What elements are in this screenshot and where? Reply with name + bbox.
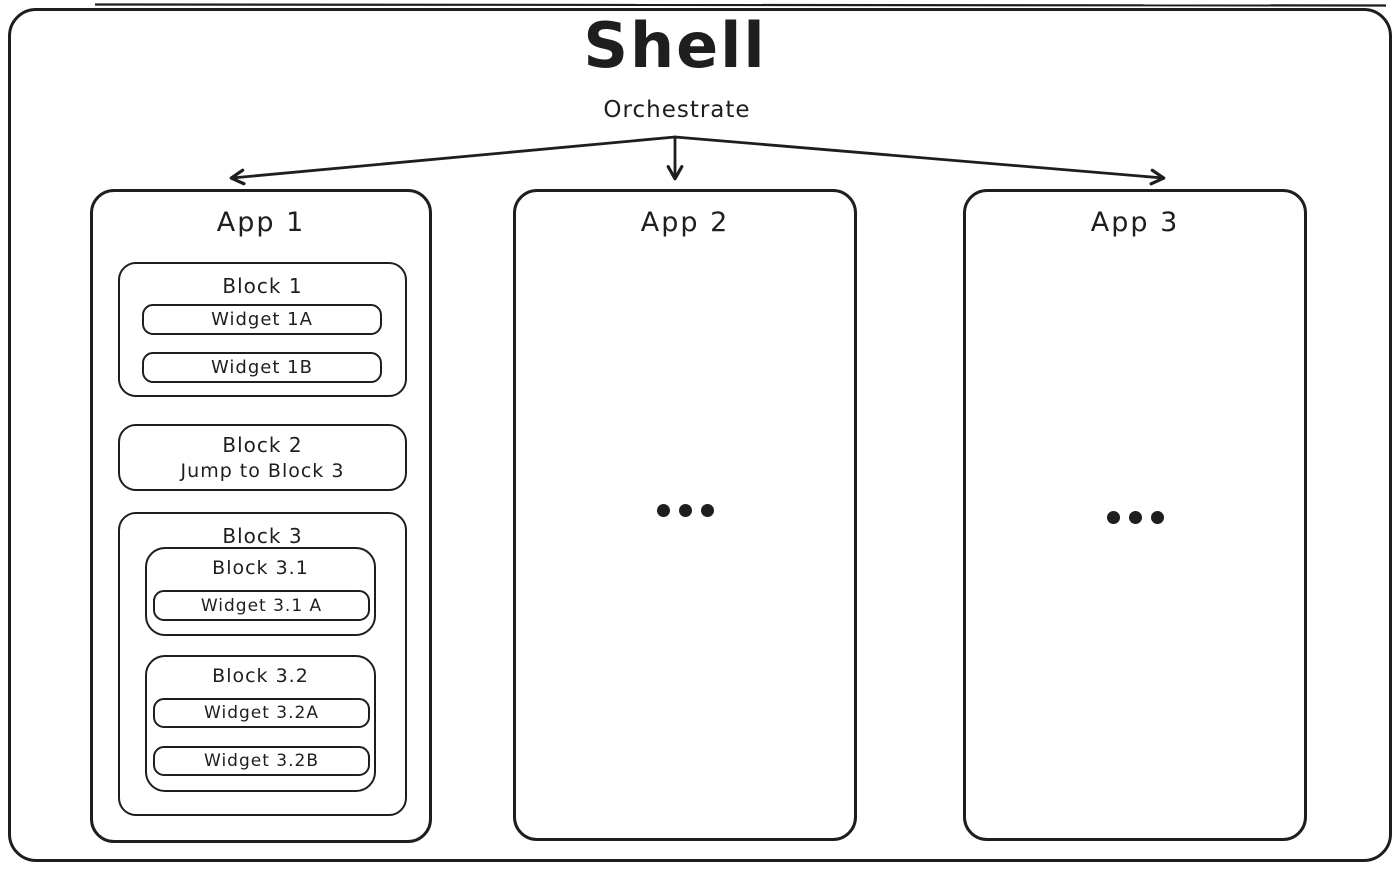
block1-label: Block 1 <box>222 274 303 298</box>
app2-title: App 2 <box>640 207 730 238</box>
shell-title: Shell <box>583 9 767 82</box>
block3-box: Block 3 Block 3.1 Widget 3.1 A Block 3.2… <box>118 512 407 816</box>
widget-32a-box: Widget 3.2A <box>153 698 370 728</box>
app1-box: App 1 Block 1 Widget 1A Widget 1B Block … <box>90 189 432 843</box>
app2-box: App 2 <box>513 189 857 841</box>
block2-box: Block 2 Jump to Block 3 <box>118 424 407 491</box>
block2-label: Block 2 <box>222 433 303 457</box>
widget-32b-label: Widget 3.2B <box>204 751 319 771</box>
dot-icon <box>1150 511 1164 524</box>
widget-1b-label: Widget 1B <box>211 357 313 378</box>
block31-label: Block 3.1 <box>212 557 309 579</box>
dot-icon <box>678 504 692 517</box>
widget-1a-label: Widget 1A <box>211 309 313 330</box>
shell-subtitle-orchestrate: Orchestrate <box>603 97 751 123</box>
app1-title: App 1 <box>216 207 306 238</box>
widget-1b-box: Widget 1B <box>142 352 382 383</box>
shell-box <box>8 8 1392 862</box>
widget-32a-label: Widget 3.2A <box>204 703 319 723</box>
app2-ellipsis-icon <box>516 504 854 517</box>
block2-action-label: Jump to Block 3 <box>180 460 345 482</box>
widget-32b-box: Widget 3.2B <box>153 746 370 776</box>
block32-label: Block 3.2 <box>212 665 309 687</box>
dot-icon <box>656 504 670 517</box>
dot-icon <box>1128 511 1142 524</box>
dot-icon <box>700 504 714 517</box>
block31-box: Block 3.1 Widget 3.1 A <box>145 547 376 636</box>
widget-31a-label: Widget 3.1 A <box>200 595 323 616</box>
app3-title: App 3 <box>1090 207 1180 238</box>
block1-box: Block 1 Widget 1A Widget 1B <box>118 262 407 397</box>
block32-box: Block 3.2 Widget 3.2A Widget 3.2B <box>145 655 376 792</box>
widget-31a-box: Widget 3.1 A <box>153 590 370 621</box>
dot-icon <box>1106 511 1120 524</box>
app3-ellipsis-icon <box>966 511 1304 524</box>
block3-label: Block 3 <box>222 524 303 548</box>
app3-box: App 3 <box>963 189 1307 841</box>
widget-1a-box: Widget 1A <box>142 304 382 335</box>
